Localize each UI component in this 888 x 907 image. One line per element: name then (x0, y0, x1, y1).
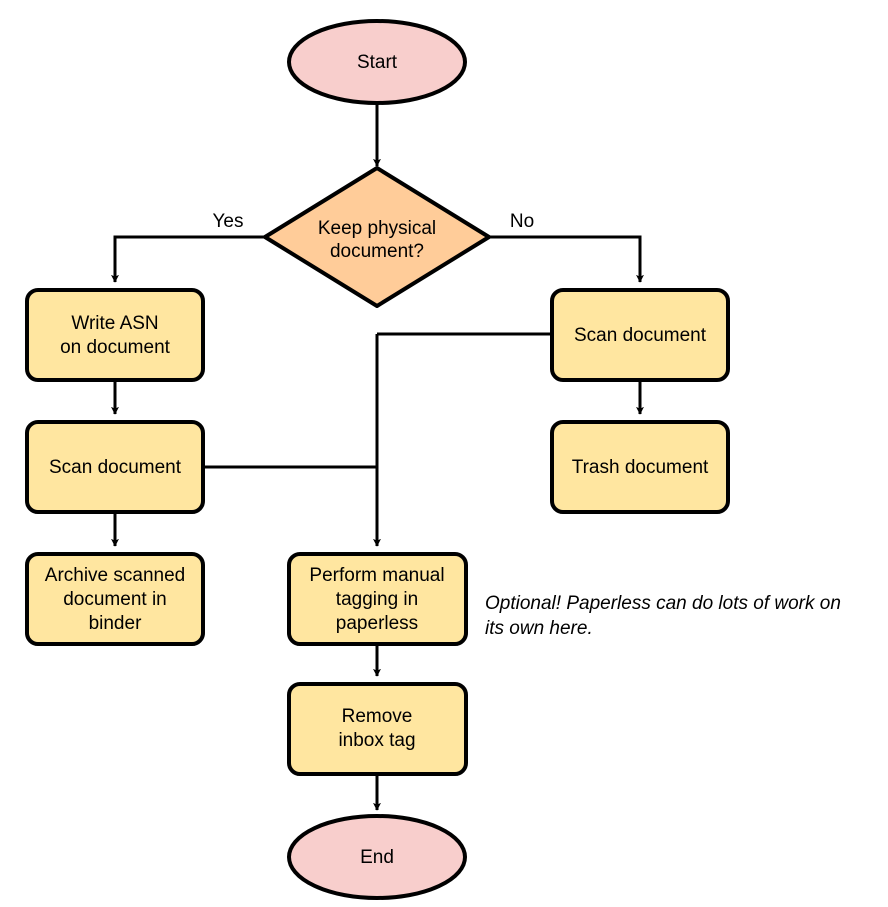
scan-document-left-box[interactable] (25, 420, 205, 514)
remove-inbox-tag-box[interactable] (287, 682, 468, 776)
tagging-label-line1: Perform manual (309, 565, 444, 586)
write-asn-label-line2: on document (60, 337, 171, 358)
end-label: End (360, 847, 394, 868)
annotation-line2: its own here. (485, 618, 593, 639)
trash-document-label: Trash document (572, 457, 709, 478)
decision-label-line1: Keep physical (318, 218, 436, 239)
scan-document-right-box[interactable] (550, 288, 730, 382)
node-decision-keep-physical-document[interactable]: Keep physical document? (263, 166, 491, 308)
tagging-label-line3: paperless (336, 613, 418, 634)
remove-inbox-label-line2: inbox tag (338, 730, 415, 751)
edge-decision-no-to-scan-right (489, 235, 644, 283)
node-start[interactable]: Start (287, 19, 467, 105)
start-label: Start (357, 52, 398, 73)
tagging-box[interactable] (287, 552, 468, 646)
edge-label-yes: Yes (213, 211, 244, 232)
node-archive-scanned-document[interactable]: Archive scanned document in binder (25, 552, 205, 646)
edge-label-no: No (510, 211, 534, 232)
decision-diamond[interactable] (263, 166, 491, 308)
remove-inbox-label-line1: Remove (342, 706, 413, 727)
node-scan-document-right[interactable]: Scan document (550, 288, 730, 382)
scan-document-left-label: Scan document (49, 457, 182, 478)
trash-document-box[interactable] (550, 420, 730, 514)
annotation-optional-paperless: Optional! Paperless can do lots of work … (485, 593, 841, 639)
tagging-label-line2: tagging in (336, 589, 418, 610)
write-asn-box[interactable] (25, 288, 205, 382)
annotation-line1: Optional! Paperless can do lots of work … (485, 593, 841, 614)
node-perform-manual-tagging[interactable]: Perform manual tagging in paperless (287, 552, 468, 646)
archive-box[interactable] (25, 552, 205, 646)
edge-label-layer: Yes No (213, 211, 535, 232)
edge-decision-yes-to-write-asn (111, 235, 265, 283)
archive-label-line2: document in (63, 589, 167, 610)
archive-label-line1: Archive scanned (45, 565, 185, 586)
start-ellipse[interactable] (287, 19, 467, 105)
decision-label-line2: document? (330, 241, 424, 262)
node-end[interactable]: End (287, 814, 467, 900)
connector-layer (111, 104, 644, 811)
end-ellipse[interactable] (287, 814, 467, 900)
node-write-asn[interactable]: Write ASN on document (25, 288, 205, 382)
node-scan-document-left[interactable]: Scan document (25, 420, 205, 514)
write-asn-label-line1: Write ASN (71, 313, 158, 334)
archive-label-line3: binder (89, 613, 142, 634)
node-trash-document[interactable]: Trash document (550, 420, 730, 514)
scan-document-right-label: Scan document (574, 325, 707, 346)
node-remove-inbox-tag[interactable]: Remove inbox tag (287, 682, 468, 776)
